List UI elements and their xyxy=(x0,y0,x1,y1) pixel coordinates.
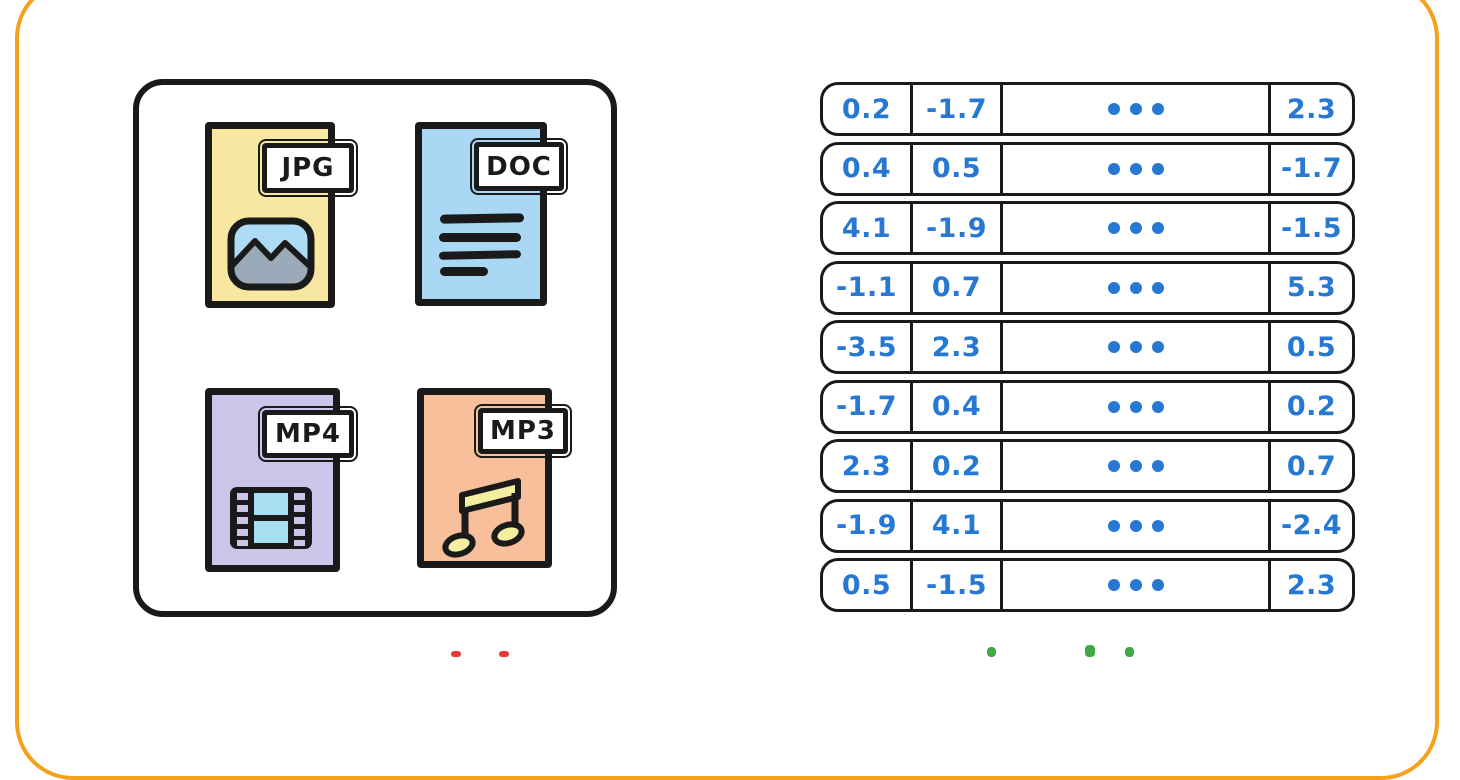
table-cell: 4.1 xyxy=(910,501,1000,550)
cropped-caption-right-mark xyxy=(1085,645,1095,657)
file-label-jpg: JPG xyxy=(258,139,358,197)
dot-icon xyxy=(1129,579,1142,591)
dot-icon xyxy=(1129,460,1142,472)
table-cell: 0.7 xyxy=(1268,442,1352,490)
table-cell: -1.1 xyxy=(835,272,898,303)
ellipsis-dots xyxy=(1000,561,1268,609)
table-row: -1.1 0.7 5.3 xyxy=(820,260,1355,315)
file-label-mp3: MP3 xyxy=(474,404,572,458)
file-label-doc: DOC xyxy=(470,138,568,195)
table-cell: 0.5 xyxy=(841,569,892,601)
dot-icon xyxy=(1151,103,1164,115)
file-label-mp4-text: MP4 xyxy=(274,419,342,449)
dot-icon xyxy=(1151,341,1164,353)
table-cell: -1.9 xyxy=(910,204,1000,252)
dot-icon xyxy=(1129,400,1142,413)
file-label-mp4: MP4 xyxy=(258,406,358,462)
table-row: 0.2 -1.7 2.3 xyxy=(820,82,1355,136)
dot-icon xyxy=(1107,519,1120,532)
file-label-doc-text: DOC xyxy=(486,151,552,182)
dot-icon xyxy=(1151,460,1164,472)
table-cell: -1.5 xyxy=(1268,204,1352,252)
ellipsis-dots xyxy=(1000,204,1268,252)
table-cell: 4.1 xyxy=(841,212,892,244)
table-cell: 0.2 xyxy=(841,93,892,125)
table-cell: 0.2 xyxy=(910,442,1000,490)
dot-icon xyxy=(1129,519,1142,532)
dot-icon xyxy=(1129,222,1142,234)
cropped-caption-left-mark xyxy=(499,651,509,657)
table-row: 0.4 0.5 -1.7 xyxy=(820,141,1355,196)
dot-icon xyxy=(1107,162,1120,175)
image-icon xyxy=(227,217,315,291)
table-row: 2.3 0.2 0.7 xyxy=(820,439,1355,493)
table-cell: 0.5 xyxy=(910,144,1000,193)
table-cell: -1.5 xyxy=(910,561,1000,609)
diagram-stage: JPG DOC xyxy=(15,0,1439,780)
dot-icon xyxy=(1107,460,1120,472)
music-note-icon xyxy=(442,473,534,561)
table-cell: 0.4 xyxy=(841,153,892,184)
files-panel: JPG DOC xyxy=(133,79,617,617)
doc-text-line xyxy=(440,267,488,276)
table-cell: 2.3 xyxy=(1268,85,1352,133)
table-row: -3.5 2.3 0.5 xyxy=(820,320,1355,374)
film-strip-icon xyxy=(228,485,314,551)
table-row: -1.9 4.1 -2.4 xyxy=(820,498,1355,553)
dot-icon xyxy=(1151,162,1164,175)
dot-icon xyxy=(1129,103,1142,115)
table-row: 4.1 -1.9 -1.5 xyxy=(820,201,1355,255)
file-label-mp3-text: MP3 xyxy=(489,416,557,446)
ellipsis-dots xyxy=(1000,323,1268,371)
cropped-caption-right-mark xyxy=(987,647,996,657)
ellipsis-dots xyxy=(1000,144,1268,193)
dot-icon xyxy=(1151,519,1164,532)
dot-icon xyxy=(1107,222,1120,234)
ellipsis-dots xyxy=(1000,382,1268,431)
ellipsis-dots xyxy=(1000,501,1268,550)
table-cell: -1.7 xyxy=(910,85,1000,133)
table-cell: 0.4 xyxy=(910,382,1000,431)
doc-text-line xyxy=(439,233,521,242)
table-cell: -1.7 xyxy=(1268,144,1352,193)
table-cell: 2.3 xyxy=(910,323,1000,371)
ellipsis-dots xyxy=(1000,263,1268,312)
table-cell: -2.4 xyxy=(1268,501,1352,550)
cropped-caption-right-mark xyxy=(1125,647,1134,657)
table-cell: 2.3 xyxy=(841,450,892,482)
dot-icon xyxy=(1107,579,1120,591)
table-cell: -3.5 xyxy=(835,331,898,363)
file-label-jpg-text: JPG xyxy=(281,153,335,183)
table-cell: 5.3 xyxy=(1268,263,1352,312)
ellipsis-dots xyxy=(1000,85,1268,133)
doc-text-line xyxy=(439,213,525,224)
table-cell: 0.2 xyxy=(1268,382,1352,431)
dot-icon xyxy=(1151,400,1164,413)
dot-icon xyxy=(1151,281,1164,294)
dot-icon xyxy=(1107,103,1120,115)
dot-icon xyxy=(1107,281,1120,294)
dot-icon xyxy=(1107,341,1120,353)
cropped-caption-left-mark xyxy=(451,651,461,657)
dot-icon xyxy=(1129,162,1142,175)
table-cell: 0.5 xyxy=(1268,323,1352,371)
table-row: 0.5 -1.5 2.3 xyxy=(820,558,1355,612)
dot-icon xyxy=(1129,281,1142,294)
table-row: -1.7 0.4 0.2 xyxy=(820,379,1355,434)
doc-text-line xyxy=(438,250,522,260)
dot-icon xyxy=(1151,579,1164,591)
table-cell: 2.3 xyxy=(1268,561,1352,609)
table-cell: -1.7 xyxy=(835,391,898,422)
table-cell: -1.9 xyxy=(835,510,898,541)
ellipsis-dots xyxy=(1000,442,1268,490)
table-cell: 0.7 xyxy=(910,263,1000,312)
dot-icon xyxy=(1151,222,1164,234)
dot-icon xyxy=(1129,341,1142,353)
dot-icon xyxy=(1107,400,1120,413)
